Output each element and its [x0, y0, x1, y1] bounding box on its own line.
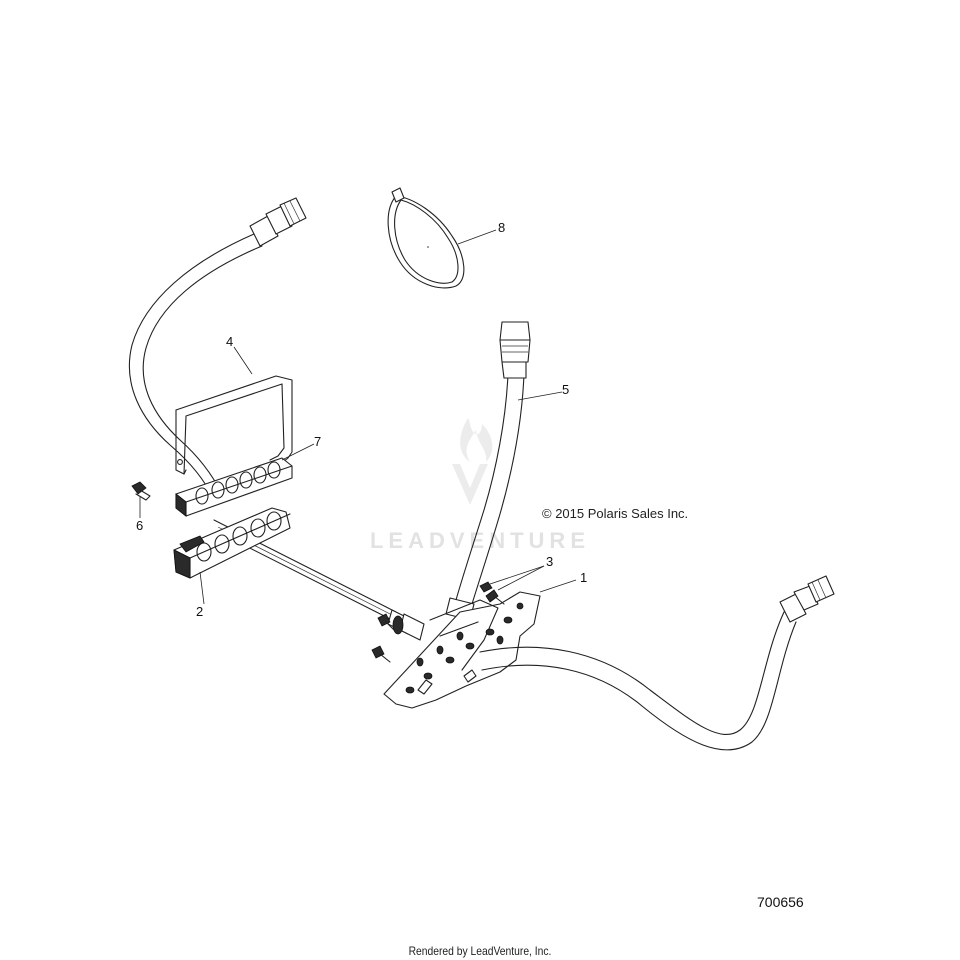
callout-6: 6 — [136, 518, 143, 533]
callout-5: 5 — [562, 382, 569, 397]
part-4-bracket — [175, 375, 293, 475]
callout-7: 7 — [314, 434, 321, 449]
hose-lower-right — [479, 575, 835, 751]
leadventure-watermark: LEADVENTURE — [370, 418, 590, 553]
callout-8: 8 — [498, 220, 505, 235]
callout-2: 2 — [196, 604, 203, 619]
watermark-text: LEADVENTURE — [370, 528, 590, 553]
callout-labels: 1 2 3 4 5 6 7 8 — [136, 220, 587, 619]
part-3-screws — [371, 581, 505, 663]
copyright-text: © 2015 Polaris Sales Inc. — [542, 506, 688, 521]
figure-number: 700656 — [757, 894, 804, 910]
screw-d — [371, 645, 391, 663]
leader-lines — [139, 229, 577, 605]
part-6-bolt — [131, 481, 151, 501]
screw-c — [377, 613, 395, 631]
hose-upper-left — [128, 197, 307, 501]
screw-a — [485, 589, 505, 605]
footer-credit: Rendered by LeadVenture, Inc. — [408, 944, 552, 958]
part-2-grommet-lower — [173, 507, 291, 579]
part-8-strap — [387, 187, 465, 289]
part-1-manifold — [383, 591, 541, 709]
callout-4: 4 — [226, 334, 233, 349]
part-7-grommet-upper — [175, 457, 293, 517]
screw-b — [479, 581, 493, 593]
callout-3: 3 — [546, 554, 553, 569]
callout-1: 1 — [580, 570, 587, 585]
